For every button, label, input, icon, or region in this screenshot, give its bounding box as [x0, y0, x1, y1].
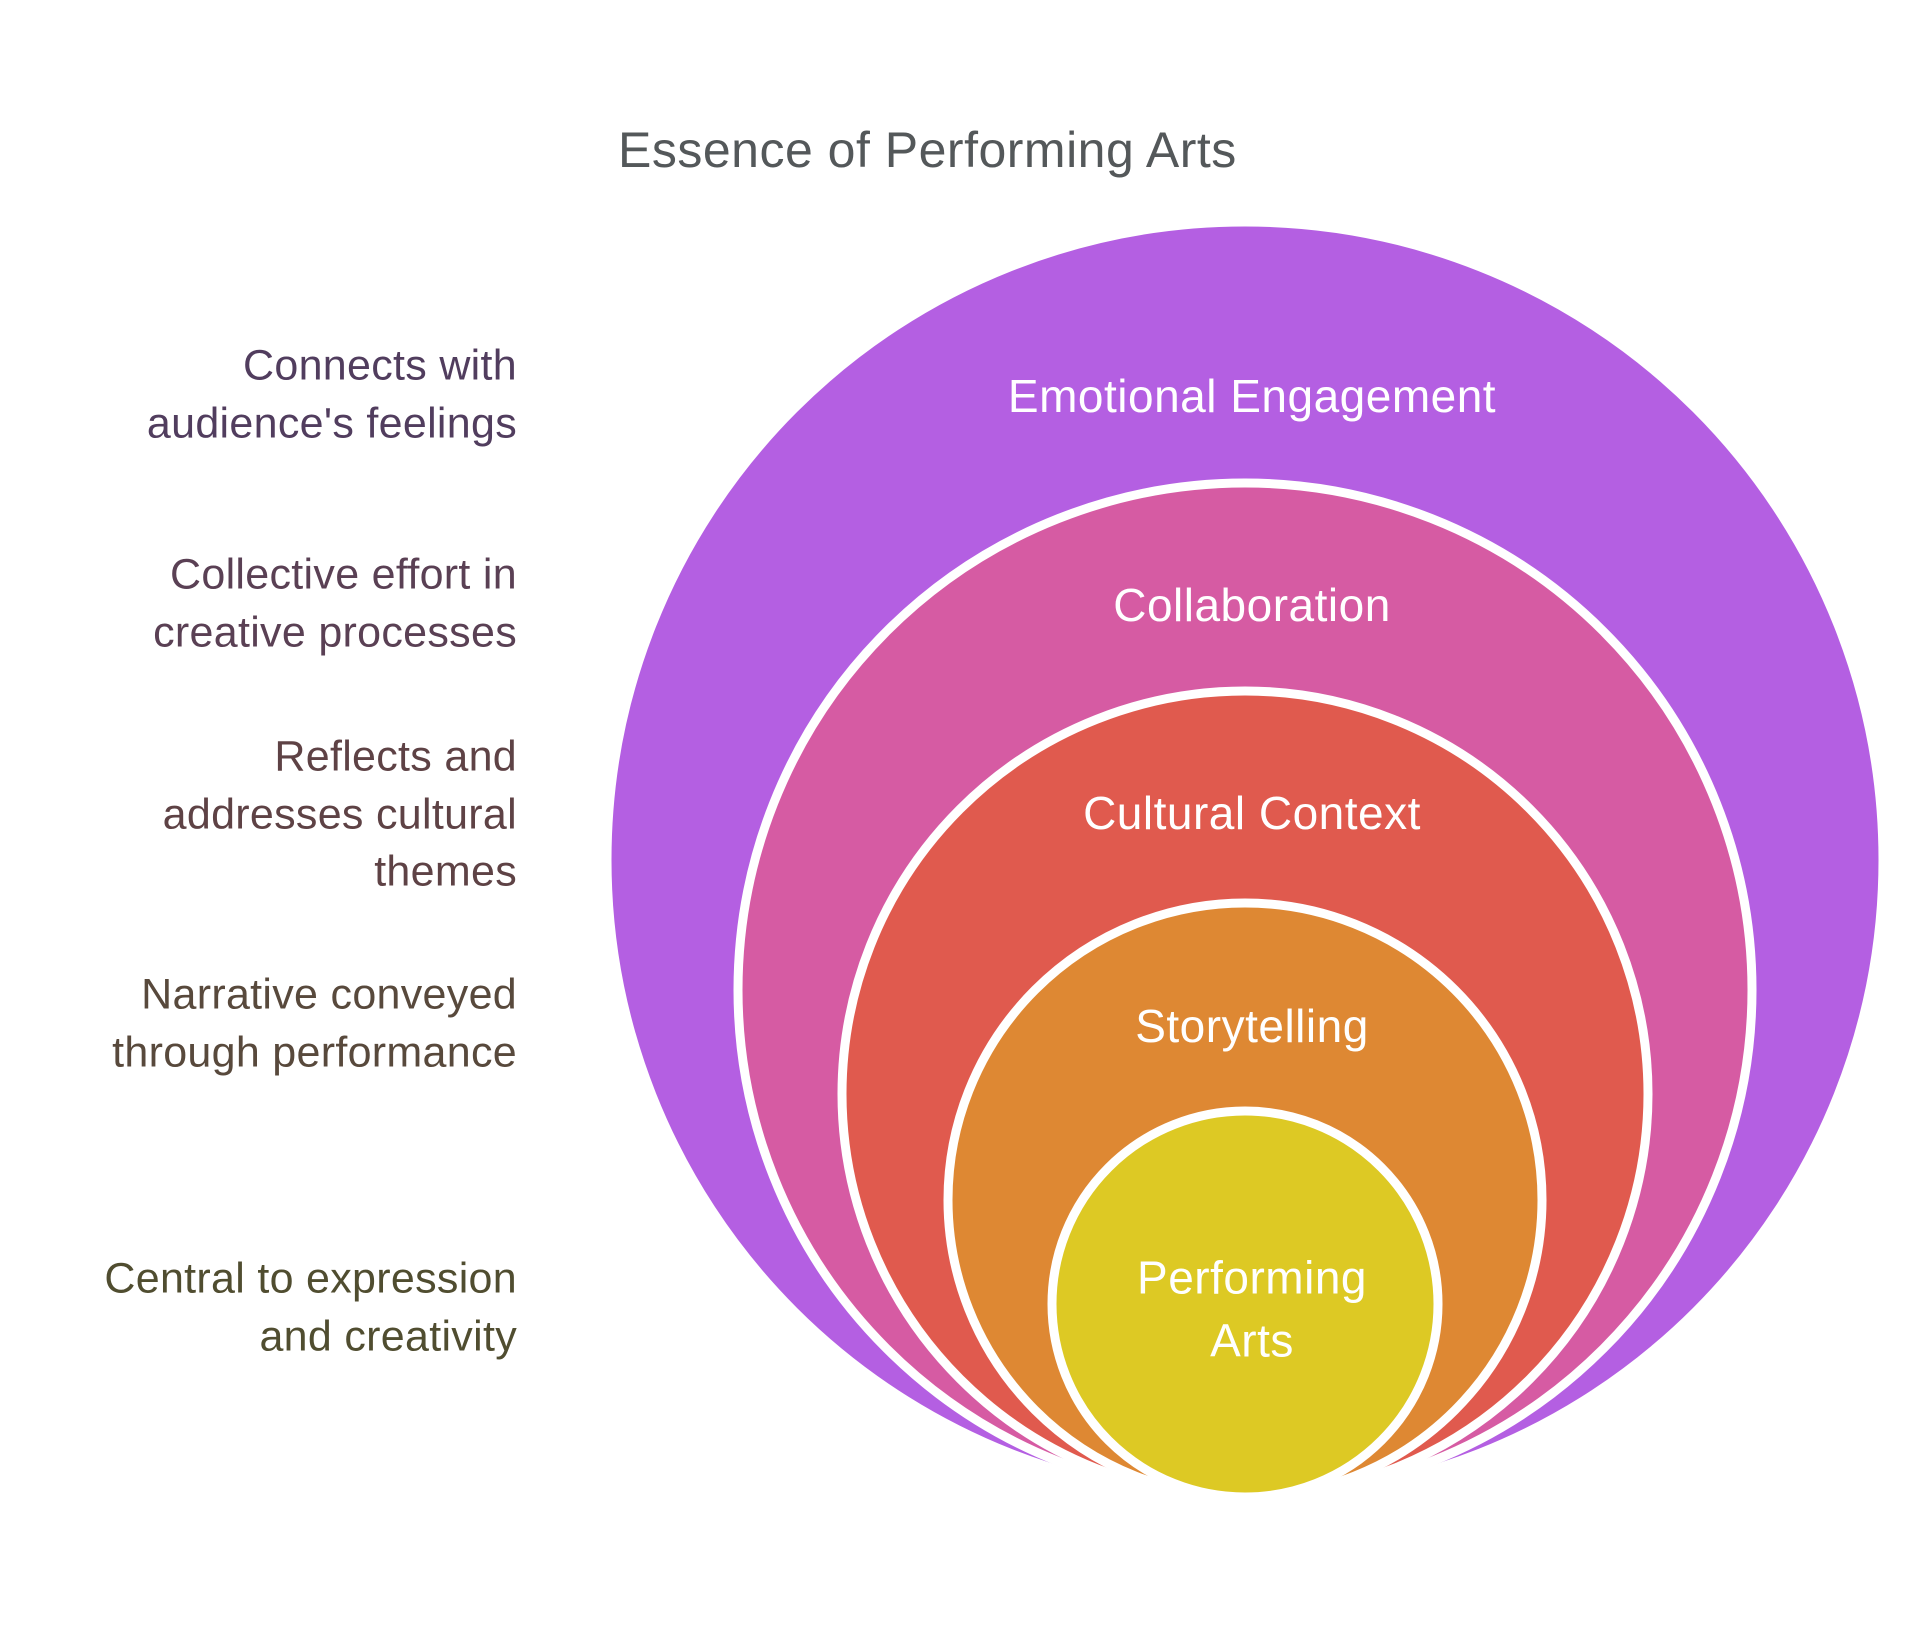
ring-label-storytelling: Storytelling — [1135, 1000, 1369, 1052]
ring-label-collaboration: Collaboration — [1113, 579, 1391, 631]
ring-label-cultural-context: Cultural Context — [1083, 787, 1421, 839]
description-storytelling: Narrative conveyed through performance — [112, 970, 517, 1076]
ring-label-emotional-engagement: Emotional Engagement — [1007, 370, 1497, 422]
description-emotional-engagement: Connects with audience's feelings — [146, 341, 517, 447]
circle-performing-arts — [1047, 1106, 1443, 1502]
description-cultural-context: Reflects and addresses cultural themes — [162, 732, 517, 896]
description-collaboration: Collective effort in creative processes — [153, 550, 517, 656]
diagram-title: Essence of Performing Arts — [618, 122, 1237, 178]
description-performing-arts: Central to expression and creativity — [104, 1254, 517, 1360]
ring-label-performing-arts: Performing Arts — [1137, 1251, 1367, 1367]
